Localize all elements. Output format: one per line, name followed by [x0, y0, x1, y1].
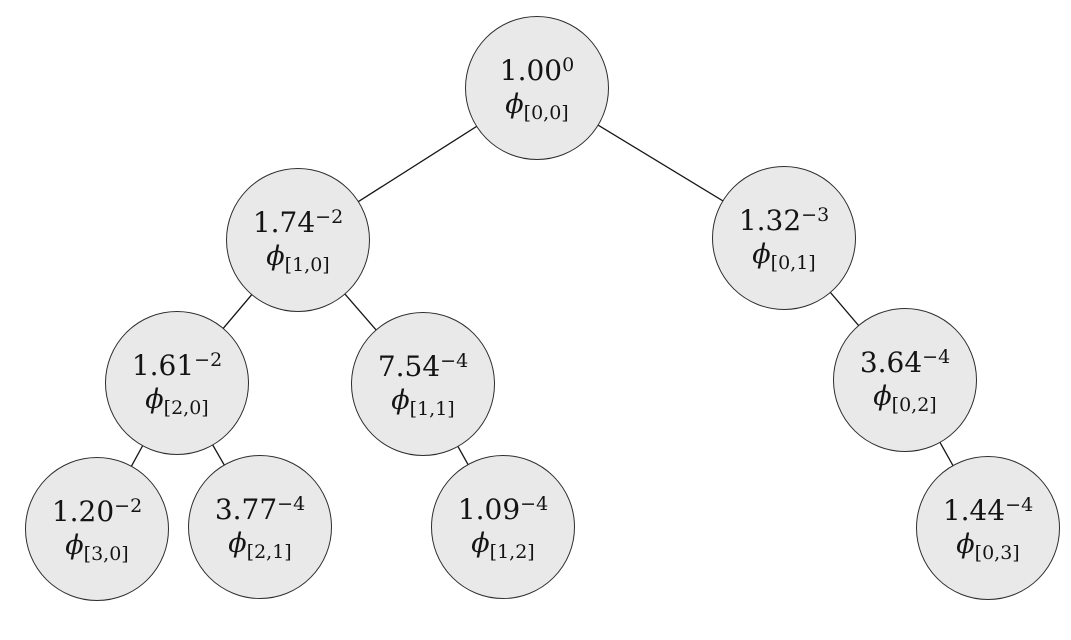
phi-symbol: ϕ — [956, 528, 975, 560]
phi-symbol: ϕ — [391, 384, 410, 416]
node-label: ϕ[3,0] — [65, 529, 128, 564]
node-label: ϕ[0,2] — [873, 380, 936, 415]
node-label: ϕ[2,0] — [145, 383, 208, 418]
node-mantissa: 1.61 — [131, 349, 195, 383]
node-label: ϕ[1,1] — [391, 384, 454, 419]
node-mantissa: 1.32 — [738, 204, 802, 238]
node-value: 1.32−3 — [738, 204, 830, 238]
node-label: ϕ[0,1] — [752, 238, 815, 273]
node-value: 3.64−4 — [859, 346, 951, 380]
node-value: 1.74−2 — [252, 206, 344, 240]
node-mantissa: 1.44 — [942, 494, 1006, 528]
phi-symbol: ϕ — [228, 527, 247, 559]
node-subscript: [1,2] — [489, 540, 535, 563]
node-exponent: −2 — [194, 349, 223, 372]
node-subscript: [2,1] — [246, 540, 292, 563]
node-mantissa: 3.64 — [859, 346, 923, 380]
node-label: ϕ[2,1] — [228, 527, 291, 562]
node-mantissa: 1.09 — [457, 493, 521, 527]
node-value: 3.77−4 — [214, 493, 306, 527]
node-exponent: −3 — [801, 204, 830, 227]
node-mantissa: 3.77 — [214, 493, 278, 527]
phi-symbol: ϕ — [752, 238, 771, 270]
node-exponent: −4 — [922, 346, 951, 369]
node-subscript: [3,0] — [83, 542, 129, 565]
node-exponent: −4 — [520, 493, 549, 516]
node-label: ϕ[1,2] — [471, 527, 534, 562]
node-value: 7.54−4 — [377, 350, 469, 384]
node-exponent: −4 — [440, 350, 469, 373]
node-label: ϕ[0,0] — [505, 88, 568, 123]
node-exponent: −2 — [114, 495, 143, 518]
phi-symbol: ϕ — [873, 380, 892, 412]
node-exponent: 0 — [562, 54, 575, 77]
phi-symbol: ϕ — [505, 88, 524, 120]
node-subscript: [0,3] — [974, 541, 1020, 564]
node-subscript: [2,0] — [163, 396, 209, 419]
node-value: 1.61−2 — [131, 349, 223, 383]
node-subscript: [0,2] — [891, 393, 937, 416]
phi-symbol: ϕ — [65, 529, 84, 561]
node-value: 1.20−2 — [51, 495, 143, 529]
node-exponent: −4 — [277, 493, 306, 516]
node-mantissa: 1.00 — [499, 54, 563, 88]
node-exponent: −2 — [315, 206, 344, 229]
node-value: 1.09−4 — [457, 493, 549, 527]
node-mantissa: 7.54 — [377, 350, 441, 384]
node-subscript: [0,1] — [770, 251, 816, 274]
node-subscript: [0,0] — [523, 101, 569, 124]
phi-symbol: ϕ — [145, 383, 164, 415]
node-subscript: [1,1] — [409, 397, 455, 420]
node-label: ϕ[0,3] — [956, 528, 1019, 563]
node-mantissa: 1.74 — [252, 206, 316, 240]
node-subscript: [1,0] — [284, 253, 330, 276]
node-label: ϕ[1,0] — [266, 240, 329, 275]
node-exponent: −4 — [1005, 494, 1034, 517]
node-value: 1.000 — [499, 54, 575, 88]
node-value: 1.44−4 — [942, 494, 1034, 528]
node-mantissa: 1.20 — [51, 495, 115, 529]
phi-symbol: ϕ — [266, 240, 285, 272]
phi-symbol: ϕ — [471, 527, 490, 559]
